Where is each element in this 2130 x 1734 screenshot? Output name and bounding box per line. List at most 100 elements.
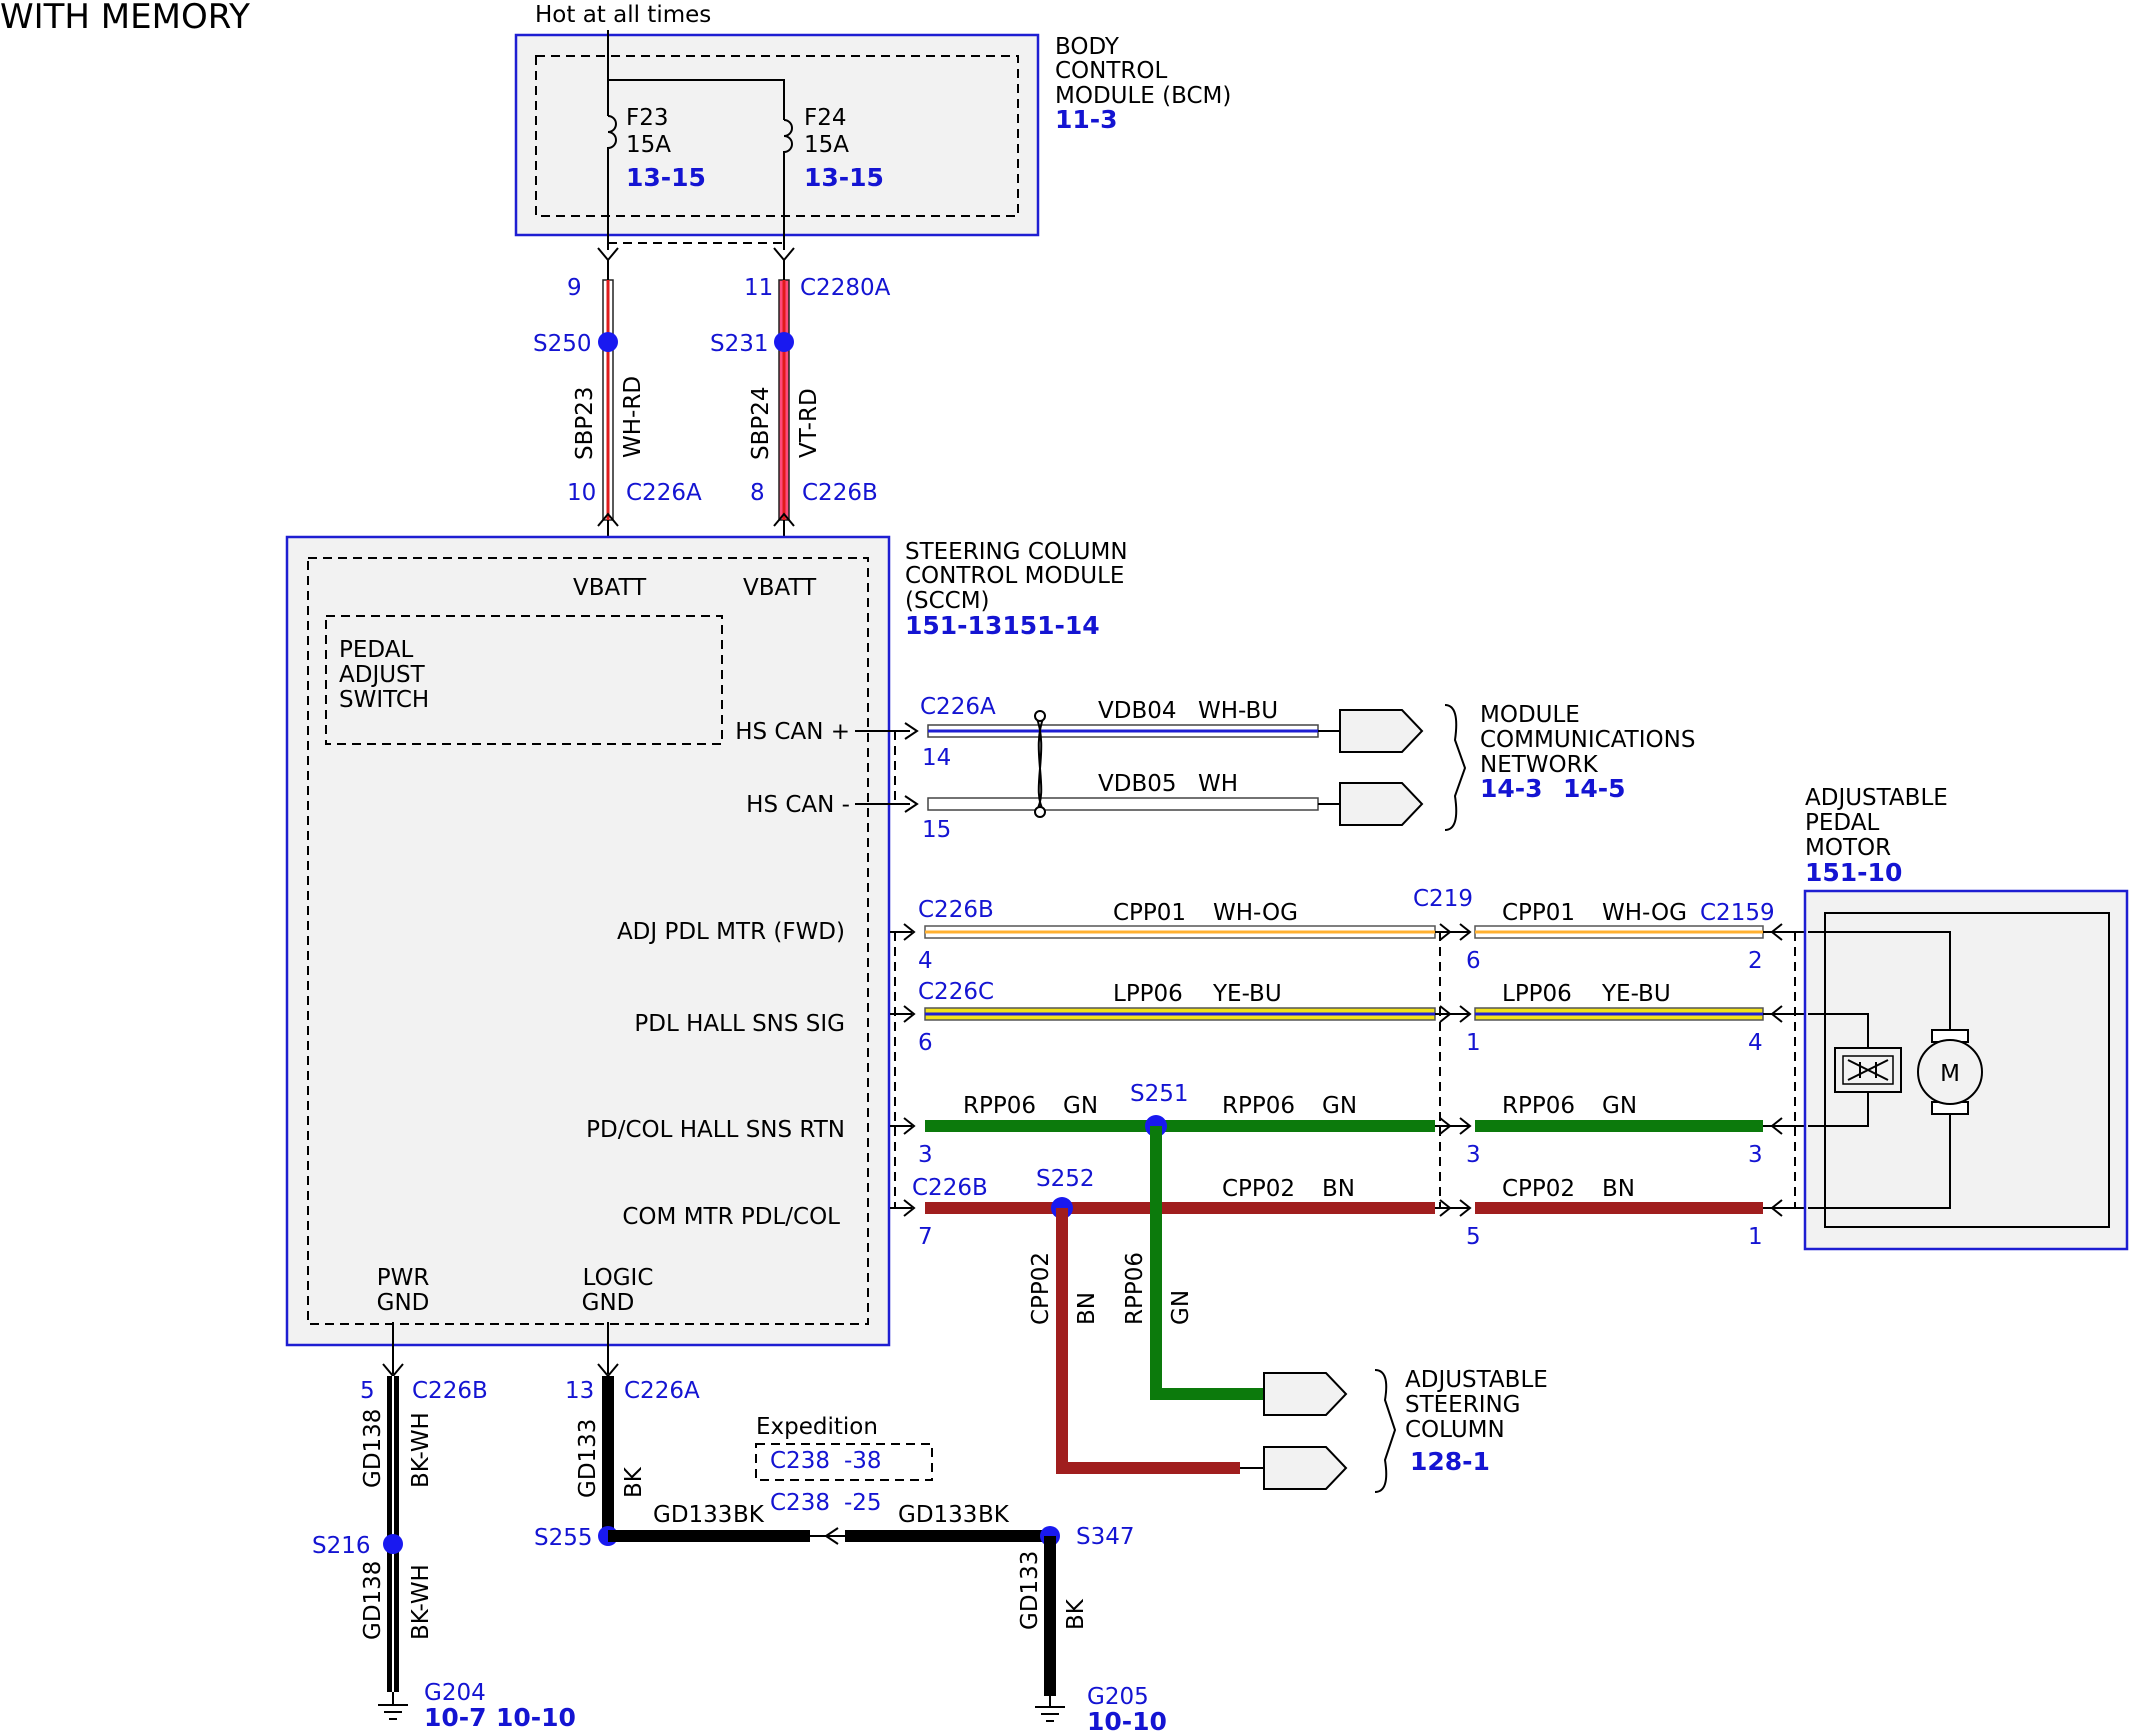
wire-vdb05[interactable]: [927, 797, 1319, 811]
g204-ref-1[interactable]: 10-7: [424, 1703, 487, 1732]
rpp06-circuit-b: RPP06: [1222, 1093, 1295, 1119]
rpp06-right-pin: 3: [1748, 1142, 1763, 1168]
g205-ref[interactable]: 10-10: [1087, 1707, 1167, 1734]
wire-rpp06-right[interactable]: [1475, 1120, 1763, 1132]
splice-s216[interactable]: [383, 1534, 403, 1554]
wire-cpp02-branch-v[interactable]: [1056, 1208, 1068, 1474]
fuse-f24-amps: 15A: [804, 132, 849, 158]
wire-gd133-horiz-left[interactable]: [608, 1530, 810, 1542]
cpp02-right-pin: 1: [1748, 1224, 1763, 1250]
wire-sbp23[interactable]: [602, 279, 614, 521]
wire-cpp02-branch-h[interactable]: [1056, 1462, 1240, 1474]
wire-sbp24[interactable]: [778, 279, 790, 521]
cpp01-mid-conn: C219: [1413, 886, 1473, 912]
sccm-connector-chevrons: [903, 923, 916, 1217]
feed-1-color: WH-RD: [620, 376, 646, 458]
gd138-circuit-1: GD138: [360, 1409, 386, 1488]
wire-vdb04[interactable]: [927, 724, 1319, 738]
vdb05-circuit: VDB05: [1098, 771, 1177, 797]
chevron-right-icon: [904, 722, 919, 813]
cpp01-color-l: WH-OG: [1213, 900, 1298, 926]
gd133-h-color-r: BK: [978, 1502, 1010, 1528]
gd138-color-1: BK-WH: [408, 1412, 434, 1488]
cpp02-left-conn: C226B: [912, 1175, 988, 1201]
splice-s347-label: S347: [1076, 1524, 1135, 1550]
wire-cpp01-left[interactable]: [924, 925, 1436, 939]
wire-gd133-horiz-right[interactable]: [845, 1530, 1050, 1542]
wire-cpp02-left[interactable]: [925, 1202, 1435, 1214]
pin-hs-can-minus: HS CAN -: [746, 792, 850, 818]
bcm-inner: [535, 55, 1019, 217]
pedal-adjust-switch-box: [325, 615, 723, 745]
gd133-s347-color: BK: [1063, 1598, 1089, 1630]
splice-s216-label: S216: [312, 1533, 371, 1559]
diagram-title: WITH MEMORY: [0, 0, 250, 37]
cpp02-circuit-r: CPP02: [1502, 1176, 1575, 1202]
vbatt-2: VBATT: [743, 575, 817, 601]
cpp02-color-l: BN: [1322, 1176, 1355, 1202]
column-rpp06-color: GN: [1168, 1290, 1194, 1325]
chevron-up-icon: [597, 512, 795, 527]
hall-sensor-inner: [1842, 1055, 1894, 1085]
network-pin-14: 14: [922, 745, 951, 771]
logic-gnd-pin: 13: [565, 1378, 594, 1404]
cpp02-color-r: BN: [1602, 1176, 1635, 1202]
bcm-ref[interactable]: 11-3: [1055, 105, 1118, 134]
column-label-1: ADJUSTABLE: [1405, 1367, 1548, 1393]
gd133-h-circuit-r: GD133: [898, 1502, 977, 1528]
splice-s252-label: S252: [1036, 1166, 1095, 1192]
lpp06-color-r: YE-BU: [1601, 981, 1671, 1007]
fuse-f23-amps: 15A: [626, 132, 671, 158]
wire-rpp06-branch-v[interactable]: [1150, 1126, 1162, 1400]
splice-s250[interactable]: [598, 332, 618, 352]
sccm-ref[interactable]: 151-13151-14: [905, 611, 1100, 640]
motor-symbol: M: [1940, 1061, 1960, 1087]
motor-ref[interactable]: 151-10: [1805, 858, 1902, 887]
feed-2-top-connector: C2280A: [800, 275, 891, 301]
wire-gd133-s347[interactable]: [1044, 1536, 1056, 1696]
chevron-left-icon: [810, 1527, 845, 1545]
bcm-label-1: BODY: [1055, 34, 1120, 60]
cpp01-right-pin: 2: [1748, 948, 1763, 974]
network-ref-2[interactable]: 14-5: [1563, 774, 1626, 803]
rpp06-color-r: GN: [1602, 1093, 1637, 1119]
splice-s231[interactable]: [774, 332, 794, 352]
cpp01-left-conn: C226B: [918, 897, 994, 923]
wire-gd133-logic[interactable]: [602, 1376, 614, 1536]
feed-1-circuit: SBP23: [572, 386, 598, 460]
fuse-f24-icon: [783, 119, 793, 250]
wire-rpp06-left[interactable]: [925, 1120, 1435, 1132]
network-connector: C226A: [920, 694, 996, 720]
network-arrow-2[interactable]: [1339, 782, 1424, 826]
pwr-gnd-pin: 5: [360, 1378, 375, 1404]
expedition-box: [755, 1443, 933, 1481]
motor-inner: [1824, 912, 2110, 1228]
wire-cpp01-right[interactable]: [1474, 925, 1764, 939]
wire-cpp02-right[interactable]: [1475, 1202, 1763, 1214]
pin-pwr-gnd-2: GND: [377, 1290, 430, 1316]
g204-label: G204: [424, 1680, 486, 1706]
network-ref-1[interactable]: 14-3: [1480, 774, 1543, 803]
wire-lpp06-right[interactable]: [1474, 1007, 1764, 1021]
gd133-logic-color: BK: [621, 1466, 647, 1498]
pin-logic-gnd-2: GND: [582, 1290, 635, 1316]
hot-feed-line: [607, 30, 785, 120]
network-arrow-1[interactable]: [1339, 709, 1424, 753]
wire-lpp06-left[interactable]: [924, 1007, 1436, 1021]
column-label-3: COLUMN: [1405, 1417, 1505, 1443]
motor-icon: [1917, 1039, 1983, 1105]
sccm-box: [285, 535, 891, 1347]
cpp01-circuit-l: CPP01: [1113, 900, 1186, 926]
column-arrow-2[interactable]: [1263, 1446, 1348, 1490]
g204-ref-2[interactable]: 10-10: [496, 1703, 576, 1732]
fuse-f23-icon: [607, 115, 617, 250]
switch-label-3: SWITCH: [339, 687, 429, 713]
fuse-f23-ref[interactable]: 13-15: [626, 163, 706, 192]
splice-s255-label: S255: [534, 1525, 593, 1551]
column-ref[interactable]: 128-1: [1410, 1447, 1490, 1476]
fuse-f24-ref[interactable]: 13-15: [804, 163, 884, 192]
pin-pd-col: PD/COL HALL SNS RTN: [586, 1117, 845, 1143]
lpp06-circuit-l: LPP06: [1113, 981, 1183, 1007]
column-arrow-1[interactable]: [1263, 1372, 1348, 1416]
twist-bottom: [1034, 806, 1046, 818]
